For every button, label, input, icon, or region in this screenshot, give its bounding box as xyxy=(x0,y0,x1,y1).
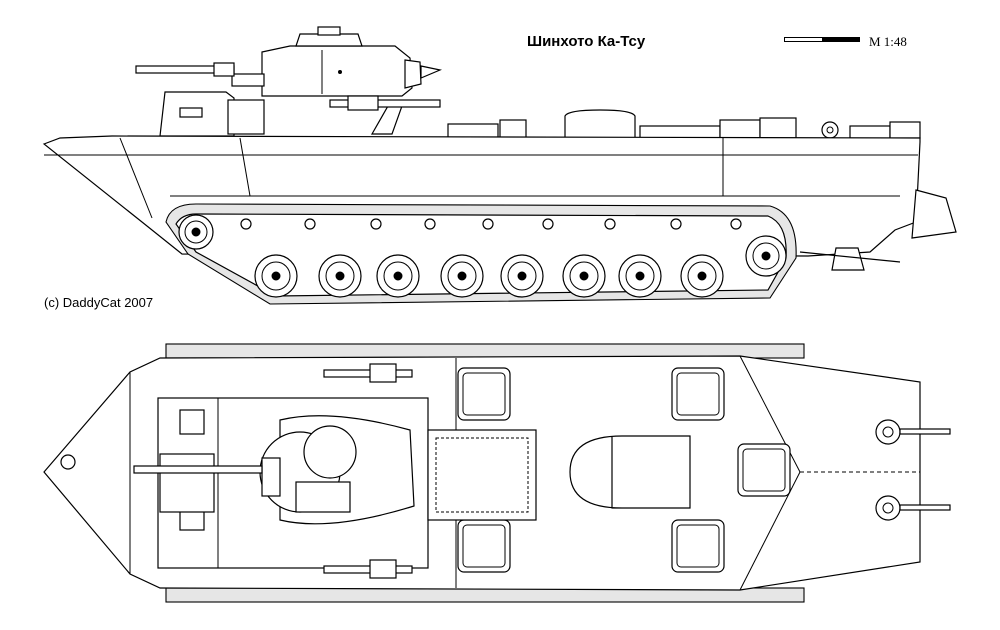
road-wheel xyxy=(376,254,420,298)
return-roller xyxy=(240,218,252,230)
return-rollers-side xyxy=(240,218,742,230)
mg-top-right xyxy=(323,565,413,574)
return-roller xyxy=(304,218,316,230)
mg-top-left xyxy=(323,369,413,378)
hatch xyxy=(671,367,725,421)
engine-grille-top xyxy=(427,429,537,521)
turret-side xyxy=(135,26,443,97)
road-wheels-side xyxy=(254,254,724,298)
hatch xyxy=(671,519,725,573)
road-wheel xyxy=(254,254,298,298)
road-wheel xyxy=(440,254,484,298)
scale-bar xyxy=(784,37,860,42)
return-roller xyxy=(370,218,382,230)
mg-top-left-mount xyxy=(369,363,397,383)
driver-cab-side xyxy=(159,91,265,137)
return-roller xyxy=(482,218,494,230)
mg-top-right-mount xyxy=(369,559,397,579)
propeller-top-right xyxy=(875,495,951,521)
hatch xyxy=(737,443,791,497)
road-wheel xyxy=(680,254,724,298)
scale-label: M 1:48 xyxy=(869,34,907,49)
drawing-title: Шинхото Ка-Тсу xyxy=(527,33,646,50)
deck-fittings-side xyxy=(447,109,921,139)
hatch xyxy=(457,367,511,421)
rudder-propeller-side xyxy=(799,189,957,271)
deck-mg-side xyxy=(329,95,441,135)
return-roller xyxy=(424,218,436,230)
propeller-top-left xyxy=(875,419,951,445)
top-view xyxy=(43,343,951,603)
turret-cab-top xyxy=(133,397,429,569)
return-roller xyxy=(730,218,742,230)
road-wheel xyxy=(318,254,362,298)
return-roller xyxy=(542,218,554,230)
return-roller xyxy=(670,218,682,230)
oval-hatch-top xyxy=(569,435,691,509)
copyright-credit: (c) DaddyCat 2007 xyxy=(44,295,154,310)
road-wheel xyxy=(562,254,606,298)
return-roller xyxy=(604,218,616,230)
road-wheel xyxy=(618,254,662,298)
idler-wheel-side xyxy=(745,235,787,277)
side-view xyxy=(42,26,957,305)
hatch xyxy=(457,519,511,573)
drive-sprocket-side xyxy=(178,214,214,250)
road-wheel xyxy=(500,254,544,298)
